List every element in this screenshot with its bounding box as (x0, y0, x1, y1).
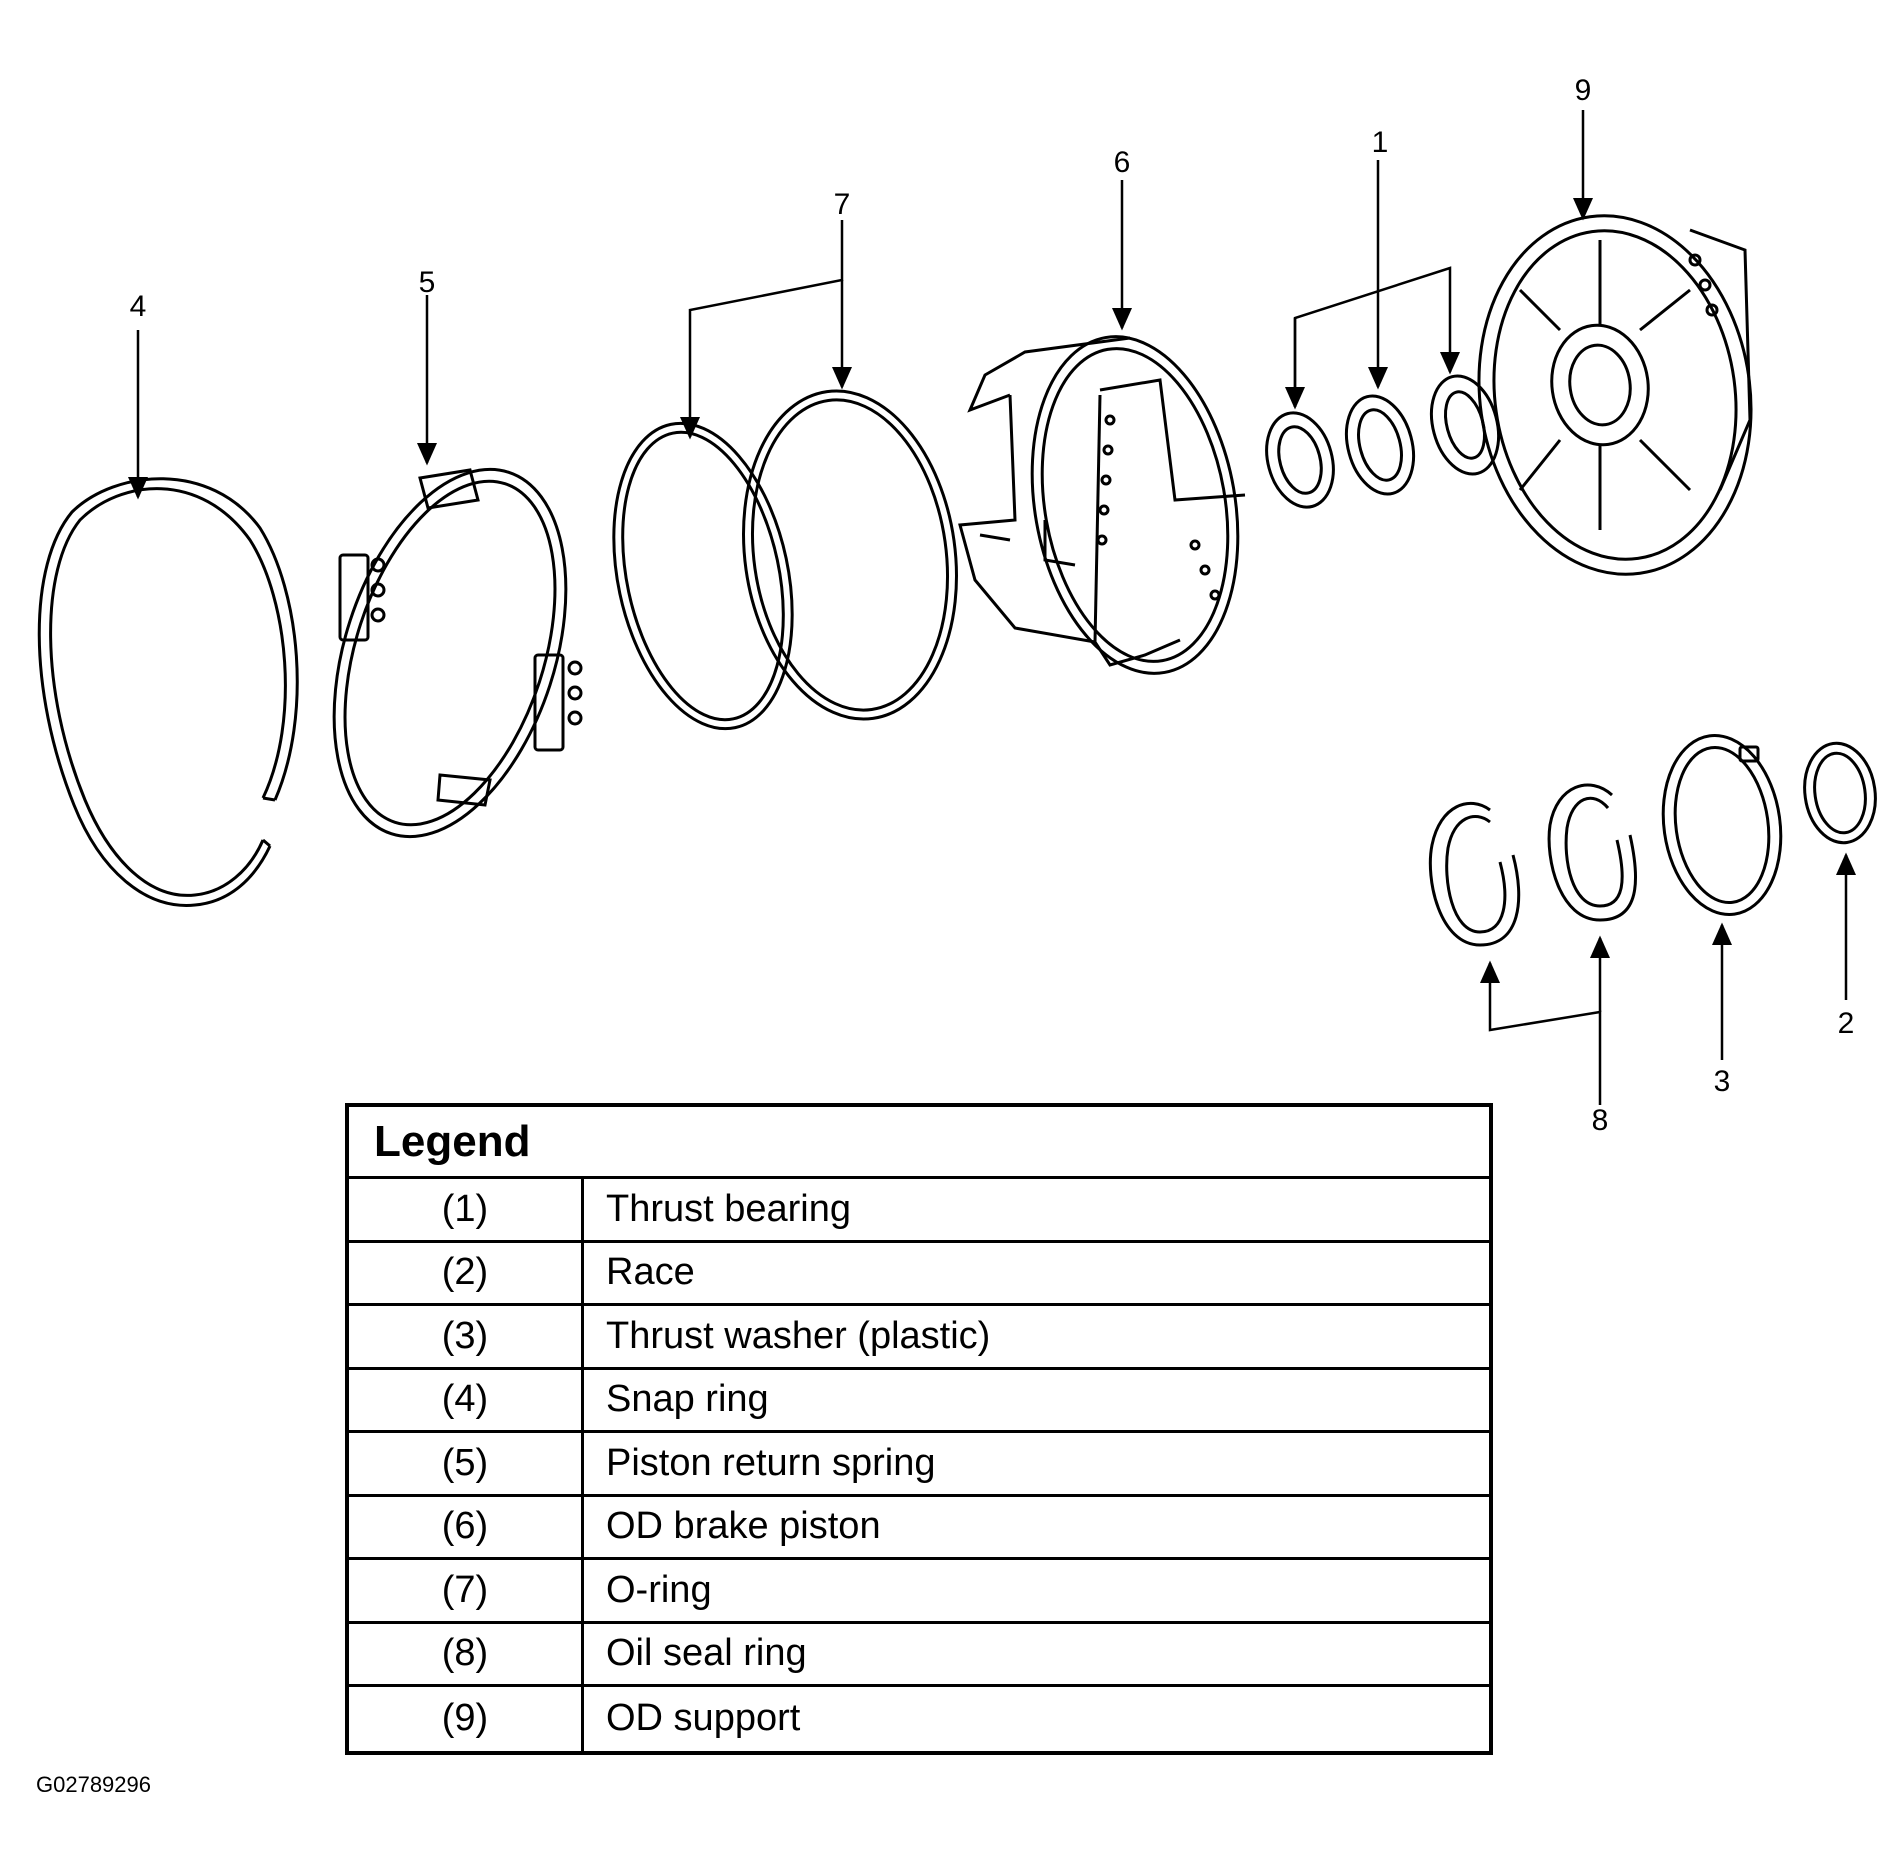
oil-seal-ring-parts (1428, 783, 1638, 947)
legend-row: (8) Oil seal ring (349, 1623, 1489, 1687)
legend-number: (9) (349, 1687, 584, 1751)
legend-description: Snap ring (606, 1378, 769, 1421)
legend-row: (2) Race (349, 1242, 1489, 1306)
callout-7: 7 (834, 188, 851, 221)
legend-title: Legend (349, 1107, 1489, 1179)
legend-row: (6) OD brake piston (349, 1496, 1489, 1560)
callout-8: 8 (1592, 1104, 1609, 1137)
callout-4: 4 (130, 290, 147, 323)
callout-2: 2 (1838, 1007, 1855, 1040)
legend-number: (6) (349, 1496, 584, 1557)
legend-number: (8) (349, 1623, 584, 1684)
legend-number: (5) (349, 1433, 584, 1494)
legend-row: (3) Thrust washer (plastic) (349, 1306, 1489, 1370)
legend-description: OD support (606, 1697, 801, 1740)
leader-1a (1293, 266, 1460, 407)
piston-return-spring-part (332, 467, 583, 839)
legend-table: Legend (1) Thrust bearing (2) Race (3) T… (345, 1103, 1493, 1755)
thrust-bearing-part (1265, 374, 1501, 509)
snap-ring-part (37, 477, 299, 907)
legend-row: (4) Snap ring (349, 1369, 1489, 1433)
legend-row: (7) O-ring (349, 1560, 1489, 1624)
race-part (1803, 741, 1877, 845)
legend-number: (1) (349, 1179, 584, 1240)
legend-description: OD brake piston (606, 1505, 881, 1548)
legend-number: (4) (349, 1369, 584, 1430)
callout-5: 5 (419, 266, 436, 299)
callout-6: 6 (1114, 146, 1131, 179)
callout-9: 9 (1575, 74, 1592, 107)
legend-description: Thrust washer (plastic) (606, 1314, 991, 1357)
legend-row: (1) Thrust bearing (349, 1179, 1489, 1243)
callout-1: 1 (1372, 126, 1389, 159)
legend-number: (7) (349, 1560, 584, 1621)
legend-description: Piston return spring (606, 1441, 936, 1484)
o-ring-parts (612, 389, 958, 731)
legend-description: Thrust bearing (606, 1187, 852, 1230)
od-brake-piston-part (958, 335, 1246, 675)
legend-number: (3) (349, 1306, 584, 1367)
legend-number: (2) (349, 1242, 584, 1303)
leader-7 (680, 220, 844, 440)
legend-description: O-ring (606, 1568, 712, 1611)
leader-8 (1480, 960, 1602, 1105)
od-support-part (1477, 214, 1753, 576)
figure-id: G02789296 (36, 1772, 151, 1797)
thrust-washer-part (1661, 734, 1783, 916)
legend-description: Oil seal ring (606, 1632, 807, 1675)
callout-3: 3 (1714, 1065, 1731, 1098)
legend-row: (5) Piston return spring (349, 1433, 1489, 1497)
legend-row: (9) OD support (349, 1687, 1489, 1751)
legend-description: Race (606, 1251, 695, 1294)
